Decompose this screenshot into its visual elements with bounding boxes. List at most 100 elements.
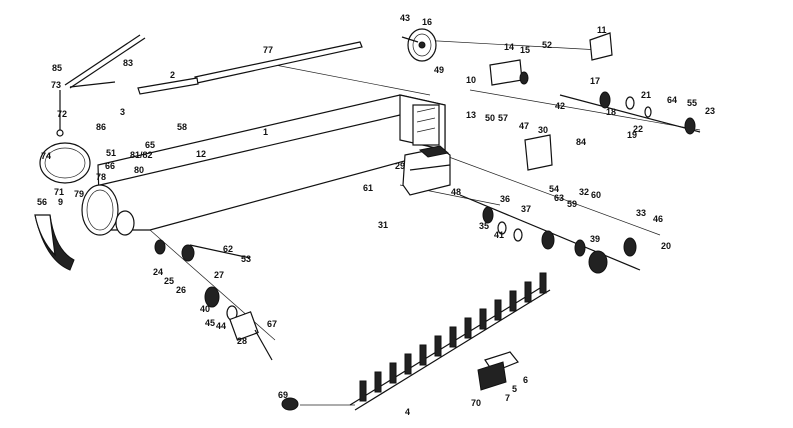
gearbox (402, 145, 451, 196)
part-label: 43 (400, 13, 410, 23)
bracket-parts (281, 351, 519, 411)
part-label: 31 (378, 220, 388, 230)
part-label: 18 (606, 107, 616, 117)
part-label: 5 (512, 384, 517, 394)
chain-slat (434, 335, 442, 357)
part-label: 51 (106, 148, 116, 158)
chain-slat (389, 362, 397, 384)
part-label: 10 (466, 75, 476, 85)
part-label: 81/82 (130, 150, 153, 160)
part-label: 42 (555, 101, 565, 111)
part-label: 17 (590, 76, 600, 86)
chain-slat (419, 344, 427, 366)
part-label: 83 (123, 58, 133, 68)
chain-slat (524, 281, 532, 303)
part-label: 26 (176, 285, 186, 295)
part-label: 9 (58, 197, 63, 207)
part-label: 15 (520, 45, 530, 55)
part-label: 11 (597, 25, 607, 35)
part-label: 28 (237, 336, 247, 346)
part-label: 71 (54, 187, 64, 197)
part-label: 67 (267, 319, 277, 329)
part-label: 61 (363, 183, 373, 193)
part-label: 33 (636, 208, 646, 218)
part-label: 23 (705, 106, 715, 116)
part-label: 74 (41, 151, 51, 161)
part-label: 86 (96, 122, 106, 132)
part-label: 12 (196, 149, 206, 159)
chain-slat (494, 299, 502, 321)
main-frame-body (97, 94, 446, 231)
part-label: 40 (200, 304, 210, 314)
part-label: 19 (627, 130, 637, 140)
chain-slat (479, 308, 487, 330)
part-label: 44 (216, 321, 226, 331)
leader-lines (59, 39, 701, 406)
handwheel (401, 28, 437, 62)
part-label: 66 (105, 161, 115, 171)
lever-arm (56, 34, 146, 137)
part-label: 50 (485, 113, 495, 123)
part-label: 72 (57, 109, 67, 119)
part-label: 4 (405, 407, 410, 417)
part-label: 84 (576, 137, 586, 147)
part-label: 59 (567, 199, 577, 209)
part-label: 14 (504, 42, 514, 52)
part-label: 53 (241, 254, 251, 264)
part-label: 25 (164, 276, 174, 286)
part-label: 22 (633, 124, 643, 134)
part-label: 57 (498, 113, 508, 123)
part-label: 70 (471, 398, 481, 408)
cover-strip (137, 77, 199, 95)
part-label: 64 (667, 95, 677, 105)
part-label: 52 (542, 40, 552, 50)
part-label: 56 (37, 197, 47, 207)
part-label: 6 (523, 375, 528, 385)
part-label: 47 (519, 121, 529, 131)
part-label: 49 (434, 65, 444, 75)
part-label: 20 (661, 241, 671, 251)
part-label: 77 (263, 45, 273, 55)
part-label: 45 (205, 318, 215, 328)
part-label: 27 (214, 270, 224, 280)
part-label: 16 (422, 17, 432, 27)
part-label: 21 (641, 90, 651, 100)
part-label: 65 (145, 140, 155, 150)
lower-shaft-parts (459, 194, 641, 274)
left-gear-train (115, 210, 273, 361)
part-label: 80 (134, 165, 144, 175)
part-label: 1 (263, 127, 268, 137)
part-label: 2 (170, 70, 175, 80)
chain-slat (539, 272, 547, 294)
part-label: 54 (549, 184, 559, 194)
part-label: 73 (51, 80, 61, 90)
part-label: 24 (153, 267, 163, 277)
part-label: 79 (74, 189, 84, 199)
chain-slat (359, 380, 367, 402)
part-label: 62 (223, 244, 233, 254)
part-label: 85 (52, 63, 62, 73)
mount-plate (524, 134, 553, 171)
chain-slat (374, 371, 382, 393)
conveyor-chain (349, 272, 551, 411)
chain-slat (449, 326, 457, 348)
drum-hoop (34, 142, 119, 271)
part-label: 37 (521, 204, 531, 214)
part-label: 46 (653, 214, 663, 224)
part-label: 36 (500, 194, 510, 204)
part-label: 58 (177, 122, 187, 132)
part-label: 7 (505, 393, 510, 403)
part-label: 48 (451, 187, 461, 197)
part-label: 60 (591, 190, 601, 200)
part-label: 41 (494, 230, 504, 240)
part-label: 63 (554, 193, 564, 203)
part-label: 32 (579, 187, 589, 197)
part-label: 30 (538, 125, 548, 135)
part-label: 55 (687, 98, 697, 108)
part-label: 35 (479, 221, 489, 231)
part-label: 78 (96, 172, 106, 182)
chain-slat (404, 353, 412, 375)
